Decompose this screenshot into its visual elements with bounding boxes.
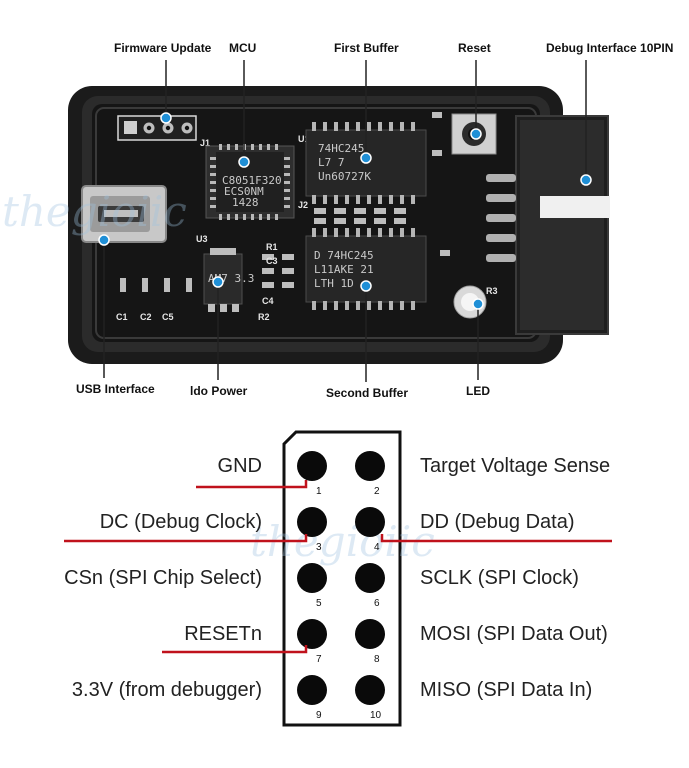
callout-marker [160, 112, 172, 124]
mcu-marking-2: ECS0NM [224, 185, 264, 198]
silk-c2: C2 [140, 312, 152, 322]
callout-firmware-update: Firmware Update [114, 41, 212, 124]
pin-1 [297, 451, 327, 481]
pin-number-6: 6 [374, 598, 380, 609]
pin-label-3: DC (Debug Clock) [100, 511, 262, 533]
debug-connector [486, 115, 610, 335]
pin-number-5: 5 [316, 598, 322, 609]
pin-number-8: 8 [374, 654, 380, 665]
callout-debug-interface: Debug Interface 10PIN [546, 41, 673, 186]
callout-usb-interface: USB Interface [76, 234, 155, 396]
silk-u3: U3 [196, 234, 208, 244]
connector-outline [282, 430, 402, 727]
pin-number-10: 10 [370, 710, 382, 721]
silk-u1: U1 [298, 134, 310, 144]
silk-c3: C3 [266, 256, 278, 266]
pin-5 [297, 563, 327, 593]
pin-number-1: 1 [316, 486, 322, 497]
pin-label-9: 3.3V (from debugger) [72, 679, 262, 701]
pin-label-10: MISO (SPI Data In) [420, 679, 592, 701]
svg-text:USB Interface: USB Interface [76, 382, 155, 396]
highlight-dd [380, 534, 612, 543]
callout-ldo-power: ldo Power [190, 276, 248, 398]
pin-label-8: MOSI (SPI Data Out) [420, 623, 608, 645]
pin-number-4: 4 [374, 542, 380, 553]
svg-text:ldo Power: ldo Power [190, 384, 248, 398]
silk-c5: C5 [162, 312, 174, 322]
svg-text:LED: LED [466, 384, 490, 398]
silk-c1: C1 [116, 312, 128, 322]
mcu-chip: C8051F320 ECS0NM 1428 U1 [205, 134, 310, 220]
pin-label-1: GND [218, 455, 262, 477]
debugger-board: J1 C8051F320 ECS0NM 1428 U1 [2, 86, 610, 364]
pin-label-5: CSn (SPI Chip Select) [64, 567, 262, 589]
buffer2-marking-1: D 74HC245 [314, 249, 374, 262]
highlight-resetn [162, 645, 308, 654]
ldo-regulator: AM7 3.3 [203, 248, 254, 312]
pin-label-4: DD (Debug Data) [420, 511, 575, 533]
callout-mcu: MCU [229, 41, 256, 168]
mcu-marking-1: C8051F320 [222, 174, 282, 187]
pin-8 [355, 619, 385, 649]
pin-number-9: 9 [316, 710, 322, 721]
callout-led: LED [466, 298, 490, 398]
buffer1-marking-1: 74HC245 [318, 142, 364, 155]
buffer1-marking-2: L7 7 [318, 156, 345, 169]
silk-j1: J1 [200, 138, 210, 148]
highlight-lines [64, 480, 612, 654]
usb-port [81, 185, 167, 243]
silk-r1: R1 [266, 242, 278, 252]
pin-number-7: 7 [316, 654, 322, 665]
pin-7 [297, 619, 327, 649]
pin-6 [355, 563, 385, 593]
pin-label-7: RESETn [184, 623, 262, 645]
pin-label-6: SCLK (SPI Clock) [420, 567, 579, 589]
callout-second-buffer: Second Buffer [326, 280, 408, 400]
connector-pins: 1 2 3 4 5 6 7 8 9 10 [297, 451, 385, 721]
pin-4 [355, 507, 385, 537]
buffer2-marking-3: LTH 1D [314, 277, 354, 290]
passive-components [120, 112, 450, 292]
highlight-gnd [196, 480, 308, 489]
callout-first-buffer: First Buffer [334, 41, 399, 164]
pin-label-2: Target Voltage Sense [420, 455, 610, 477]
buffer2-marking-2: L11AKE 21 [314, 263, 374, 276]
pin-2 [355, 451, 385, 481]
pin-number-2: 2 [374, 486, 380, 497]
firmware-header: J1 [117, 115, 210, 148]
silk-c4: C4 [262, 296, 274, 306]
pin-9 [297, 675, 327, 705]
svg-text:Firmware Update: Firmware Update [114, 41, 212, 55]
svg-text:Second Buffer: Second Buffer [326, 386, 408, 400]
svg-text:MCU: MCU [229, 41, 256, 55]
pin-number-3: 3 [316, 542, 322, 553]
highlight-dc [64, 534, 308, 543]
watermark-top: thegioiic [2, 187, 187, 236]
svg-text:Debug Interface 10PIN: Debug Interface 10PIN [546, 41, 673, 55]
silk-r3: R3 [486, 286, 498, 296]
callouts: Firmware Update MCU First Buffer Reset D… [76, 41, 673, 400]
mcu-marking-3: 1428 [232, 196, 259, 209]
buffer1-marking-3: Un60727K [318, 170, 371, 183]
silk-j2: J2 [298, 200, 308, 210]
svg-text:Reset: Reset [458, 41, 491, 55]
silk-r2: R2 [258, 312, 270, 322]
pin-10 [355, 675, 385, 705]
svg-text:First Buffer: First Buffer [334, 41, 399, 55]
callout-reset: Reset [458, 41, 491, 140]
pin-3 [297, 507, 327, 537]
